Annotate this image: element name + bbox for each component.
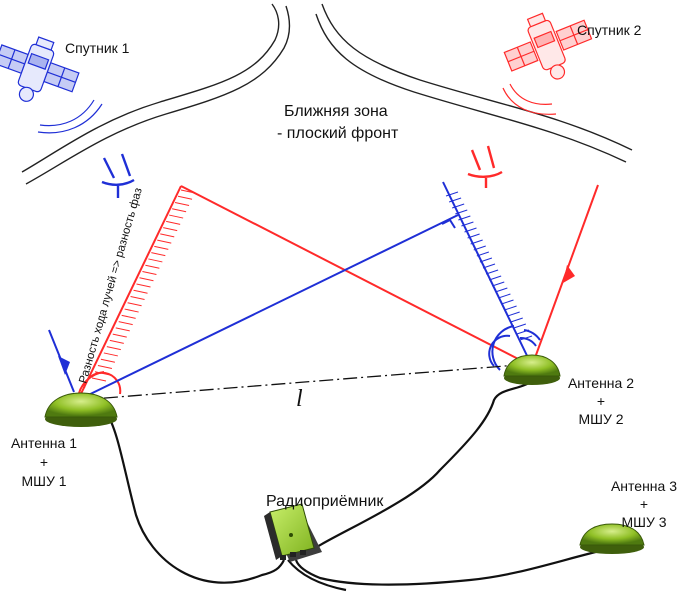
hatch-mark (121, 314, 136, 319)
svg-text:Антенна 2: Антенна 2 (568, 375, 634, 391)
hatch-mark (133, 289, 148, 294)
hatch-mark (118, 321, 133, 326)
antenna-1-icon (44, 392, 118, 427)
hatch-mark (124, 308, 139, 313)
hatch-mark (455, 209, 468, 215)
antenna-2-icon (503, 354, 561, 385)
antenna-2-label: Антенна 2 + МШУ 2 (568, 375, 634, 427)
hatch-mark (492, 281, 505, 287)
hatch-mark (177, 195, 193, 200)
hatch-mark (476, 251, 489, 257)
svg-text:Антенна 1: Антенна 1 (11, 435, 77, 451)
svg-text:Антенна 3: Антенна 3 (611, 478, 677, 494)
hatch-mark (452, 203, 465, 209)
hatch-mark (479, 257, 493, 263)
receiver-label: Радиоприёмник (266, 493, 384, 510)
hatch-mark (103, 352, 118, 357)
hatch-mark (148, 258, 163, 263)
hatch-mark (448, 197, 462, 203)
hatch-mark (163, 227, 178, 232)
svg-text:МШУ 1: МШУ 1 (21, 473, 66, 489)
baseline-label: l (296, 386, 303, 412)
hatch-mark (94, 371, 110, 376)
satellite-2-label: Спутник 2 (577, 22, 642, 38)
hatch-mark (109, 339, 124, 344)
hatch-mark (174, 202, 190, 207)
svg-text:+: + (40, 454, 48, 470)
red-hatch (91, 189, 196, 382)
hatch-mark (519, 335, 533, 341)
hatch-mark (160, 233, 175, 238)
hatch-mark (473, 245, 486, 251)
incoming-wave-red-icon (467, 145, 503, 188)
hatch-mark (142, 270, 157, 275)
hatch-mark (458, 215, 471, 221)
antenna-3-label: Антенна 3 + МШУ 3 (611, 478, 677, 530)
hatch-mark (485, 269, 499, 275)
hatch-mark (495, 287, 508, 293)
hatch-mark (151, 252, 166, 257)
hatch-mark (507, 311, 520, 317)
receiver-icon (264, 503, 322, 562)
hatch-mark (510, 317, 523, 323)
hatch-mark (513, 323, 526, 329)
satellite-1-icon (0, 36, 103, 134)
hatch-mark (501, 299, 514, 305)
hatch-mark (100, 358, 116, 363)
svg-text:МШУ 3: МШУ 3 (621, 514, 666, 530)
baseline-line (79, 363, 531, 401)
hatch-mark (467, 233, 480, 239)
hatch-mark (180, 189, 196, 194)
hatch-mark (461, 221, 474, 227)
hatch-mark (112, 333, 127, 338)
hatch-mark (130, 296, 145, 301)
near-zone-subtitle: - плоский фронт (277, 125, 399, 142)
antenna-3-icon (579, 523, 645, 554)
hatch-mark (106, 346, 121, 351)
hatch-mark (489, 275, 502, 281)
svg-text:+: + (597, 393, 605, 409)
hatch-mark (166, 220, 181, 225)
svg-text:МШУ 2: МШУ 2 (578, 411, 623, 427)
satellite-2-icon (502, 12, 593, 115)
antenna-1-label: Антенна 1 + МШУ 1 (11, 435, 77, 489)
hatch-mark (145, 264, 160, 269)
hatch-mark (498, 293, 511, 299)
hatch-mark (127, 302, 142, 307)
hatch-mark (154, 245, 169, 250)
hatch-mark (516, 329, 530, 335)
hatch-mark (136, 283, 151, 288)
blue-ray-arrow-icon (58, 356, 70, 375)
hatch-mark (445, 191, 459, 197)
near-zone-title: Ближняя зона (284, 103, 388, 120)
hatch-mark (139, 277, 154, 282)
incoming-wave-blue-icon (101, 153, 135, 198)
hatch-mark (464, 227, 477, 233)
hatch-mark (504, 305, 517, 311)
antenna-cables (105, 380, 613, 592)
red-ray-arrow-icon (563, 265, 575, 283)
hatch-mark (115, 327, 130, 332)
blue-rays (48, 181, 541, 401)
hatch-mark (171, 208, 187, 213)
hatch-mark (482, 263, 496, 269)
path-difference-label: Разность хода лучей => разность фаз (77, 187, 144, 385)
near-zone-boundary (21, 3, 633, 185)
hatch-mark (157, 239, 172, 244)
svg-text:+: + (640, 496, 648, 512)
hatch-mark (470, 239, 483, 245)
blue-hatch (445, 191, 533, 341)
hatch-mark (97, 364, 113, 369)
hatch-mark (169, 214, 184, 219)
hatch-mark (91, 377, 107, 382)
satellite-1-label: Спутник 1 (65, 40, 130, 56)
